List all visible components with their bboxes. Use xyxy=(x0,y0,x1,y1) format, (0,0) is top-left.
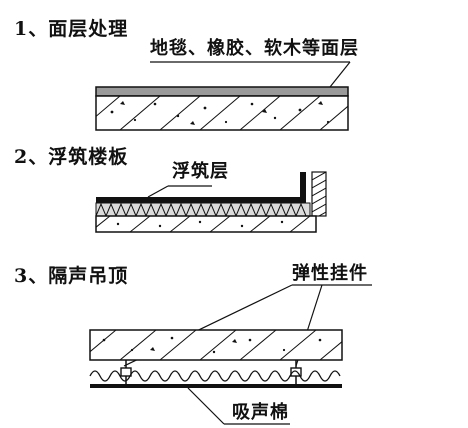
section-2-drawing xyxy=(95,171,327,233)
ceiling-slab-hatch xyxy=(90,330,342,360)
finish-surface-layer xyxy=(95,86,349,97)
ceiling-slab-aggregate xyxy=(102,336,322,354)
resilient-zigzag xyxy=(95,202,307,218)
section-1-heading: 1、面层处理 xyxy=(14,18,129,40)
section-1-leader-line xyxy=(329,61,351,88)
absorber-leader-line xyxy=(187,387,225,425)
floating-layer xyxy=(96,172,306,203)
section-3-heading: 3、隔声吊顶 xyxy=(14,265,129,287)
section-2-leader-line xyxy=(147,185,169,198)
concrete-slab xyxy=(95,95,349,131)
section-2-heading: 2、浮筑楼板 xyxy=(14,146,129,168)
resilient-hanger-right xyxy=(290,360,302,384)
section-3-drawing xyxy=(89,284,372,425)
slab-aggregate xyxy=(116,220,284,228)
ceiling-board xyxy=(90,384,342,388)
section-1-callout: 地毯、橡胶、软木等面层 xyxy=(150,38,359,59)
section-1-drawing xyxy=(95,61,351,131)
section-2-callout: 浮筑层 xyxy=(172,161,229,182)
wall-hatch xyxy=(312,172,326,216)
section-3-callout-insulation: 吸声棉 xyxy=(232,402,289,423)
structural-slab xyxy=(95,215,317,233)
section-3-callout-hangers: 弹性挂件 xyxy=(292,263,368,284)
resilient-hanger-left xyxy=(120,360,132,384)
slab-hatch xyxy=(96,216,311,232)
absorber-wave xyxy=(89,370,341,382)
ceiling-slab xyxy=(89,329,343,361)
concrete-hatch xyxy=(96,96,348,130)
concrete-aggregate xyxy=(110,101,330,125)
